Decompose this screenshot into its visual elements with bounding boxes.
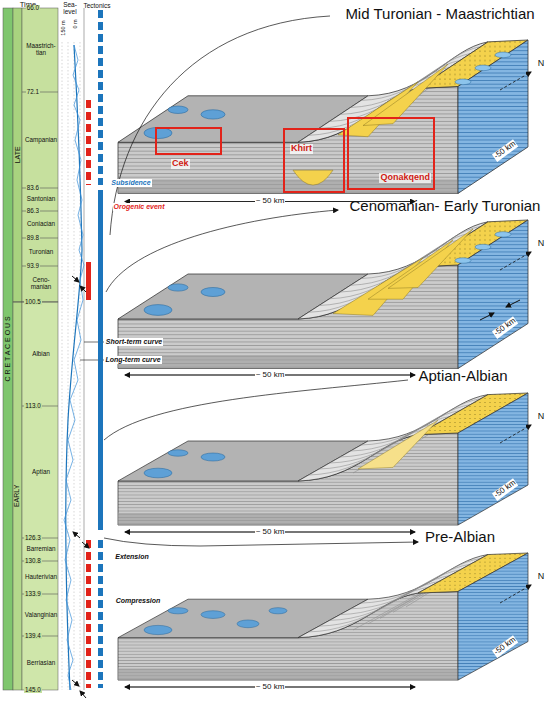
epoch-name: LATE <box>14 147 22 164</box>
stage-name: Berriasian <box>27 660 55 667</box>
stage-name: Coniacian <box>27 221 55 228</box>
north-label: N <box>538 572 545 582</box>
axis-label: 150 m <box>60 20 66 35</box>
axis-label: 0 m <box>72 19 78 28</box>
scale-label: ~ 50 km <box>255 683 286 692</box>
stage-name: Santonian <box>27 196 55 203</box>
scale-label: ~ 50 km <box>255 371 286 380</box>
age-number: 93.9 <box>26 263 40 270</box>
tectonic-label: Compression <box>115 597 162 605</box>
curve-label: Short-term curve <box>105 338 163 346</box>
locality-name: Qonakqend <box>379 173 431 183</box>
age-number: 133.9 <box>24 591 42 598</box>
curve-label: Long-term curve <box>104 356 161 364</box>
stage-name: Hauterivian <box>25 574 57 581</box>
north-label: N <box>538 59 545 69</box>
age-number: 86.3 <box>26 208 40 215</box>
tectonic-legend: Subsidence <box>110 179 151 187</box>
column-header: Sea-level <box>58 1 82 15</box>
age-number: 130.8 <box>24 558 42 565</box>
period-name: C R E T A C E O U S <box>4 316 12 381</box>
stage-name: Valanginian <box>25 612 57 619</box>
panel-title: Mid Turonian - Maastrichtian <box>345 6 534 23</box>
epoch-name: EARLY <box>14 485 22 507</box>
age-number: 100.5 <box>24 299 42 306</box>
age-number: 72.1 <box>26 89 40 96</box>
locality-name: Khirt <box>290 144 313 154</box>
age-number: 66.0 <box>26 5 40 12</box>
age-number: 113.0 <box>24 403 41 410</box>
study-area-box: Qonakqend <box>347 117 435 190</box>
panel-title: Cenomanian- Early Turonian <box>350 198 541 215</box>
scale-label: ~ 50 km <box>255 528 286 537</box>
north-label: N <box>538 412 545 422</box>
stage-name: Aptian <box>32 469 50 476</box>
study-area-box: Cek <box>155 127 222 155</box>
north-label: N <box>538 239 545 249</box>
panel-title: Pre-Albian <box>425 529 495 546</box>
age-number: 139.4 <box>24 633 42 640</box>
tectonic-label: Extension <box>114 553 149 561</box>
stage-name: Campanian <box>25 137 57 144</box>
column-header: Tectonics <box>83 2 110 9</box>
stage-name: Albian <box>32 351 50 358</box>
age-number: 89.8 <box>26 235 40 242</box>
stage-name: Ceno- manian <box>26 277 56 291</box>
age-number: 126.3 <box>24 535 42 542</box>
scale-label: ~ 50 km <box>255 197 286 206</box>
age-number: 145.0 <box>24 687 42 694</box>
panel-title: Aptian-Albian <box>418 368 507 385</box>
stage-name: Maastrich- tian <box>26 43 56 57</box>
age-number: 83.6 <box>26 185 40 192</box>
locality-name: Cek <box>171 159 190 169</box>
study-area-box: Khirt <box>283 128 345 193</box>
stage-name: Barremian <box>26 546 55 553</box>
tectonic-legend: Orogenic event <box>113 203 166 211</box>
stage-name: Turonian <box>29 249 54 256</box>
